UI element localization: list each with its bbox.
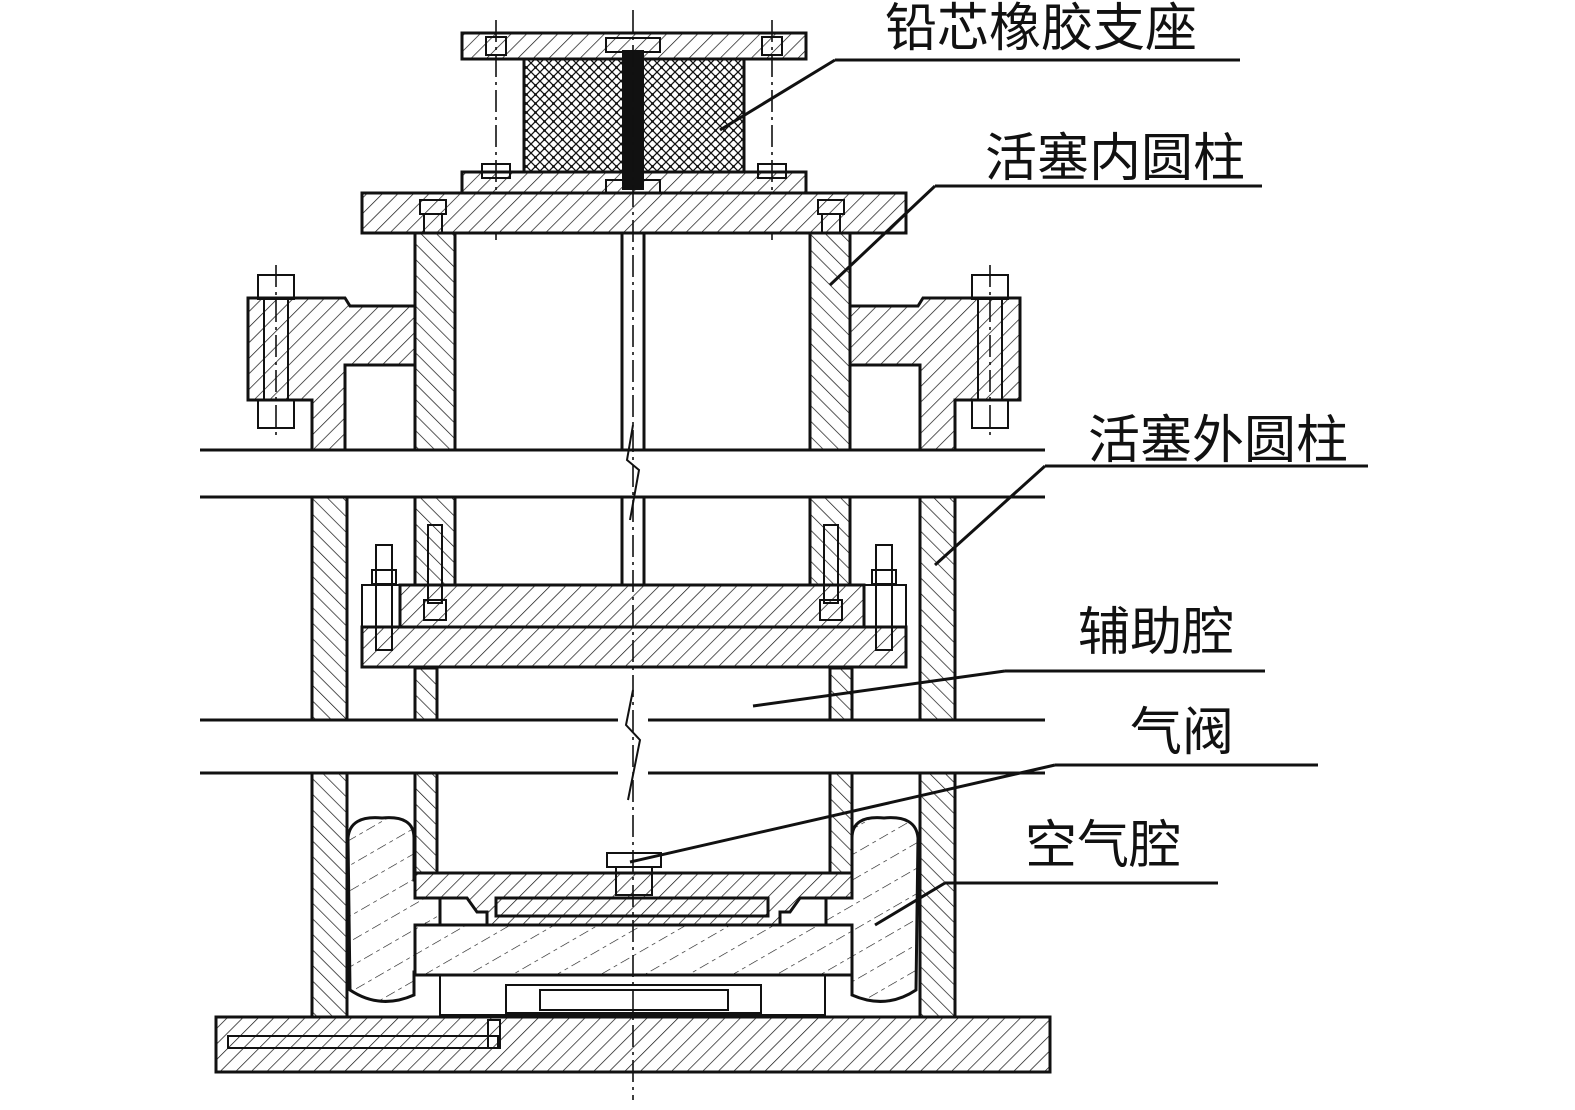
outer-flange-right <box>848 265 1022 452</box>
label-text: 活塞外圆柱 <box>1088 411 1348 471</box>
inner-cylinder-wall-left <box>413 231 457 875</box>
outer-cylinder-wall-right <box>918 495 957 1019</box>
label-text: 空气腔 <box>1025 816 1181 876</box>
label-air-chamber: 空气腔 <box>874 816 1218 927</box>
outer-cylinder-wall-left <box>310 495 349 1019</box>
central-rod <box>620 233 646 585</box>
air-valve <box>606 852 662 896</box>
label-auxiliary-chamber: 辅助腔 <box>752 603 1265 708</box>
label-text: 辅助腔 <box>1078 603 1234 663</box>
piston-plate <box>360 524 908 669</box>
label-text: 活塞内圆柱 <box>985 129 1245 189</box>
inner-cylinder-wall-right <box>808 231 854 875</box>
label-air-valve: 气阀 <box>629 703 1318 864</box>
upper-plate <box>360 191 908 283</box>
label-piston-outer-cylinder: 活塞外圆柱 <box>933 411 1368 567</box>
label-lead-rubber-bearing: 铅芯橡胶支座 <box>719 0 1240 132</box>
label-text: 铅芯橡胶支座 <box>885 0 1197 59</box>
label-piston-inner-cylinder: 活塞内圆柱 <box>828 129 1262 287</box>
outer-flange-left <box>246 265 417 452</box>
label-text: 气阀 <box>1130 703 1234 763</box>
